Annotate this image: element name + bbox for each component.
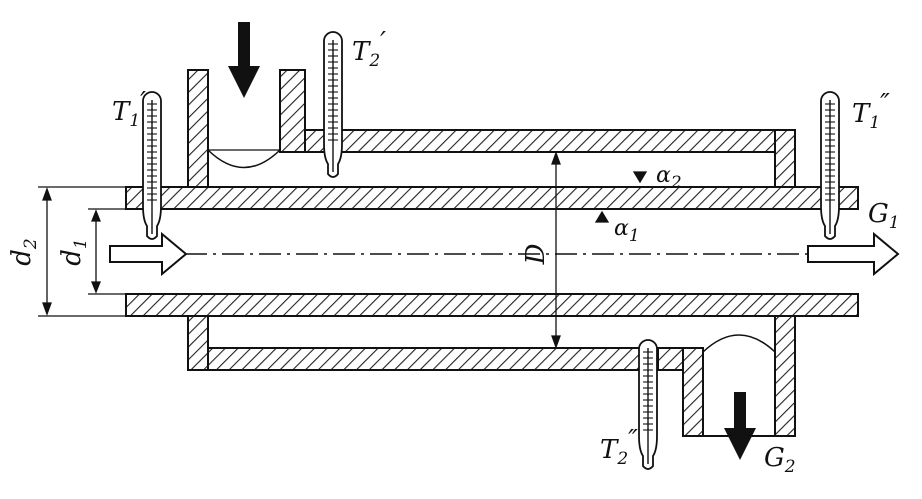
inlet-nozzle-curve [207, 149, 281, 169]
shell-inlet-arrow-icon [228, 22, 260, 98]
shell-top-wall [304, 129, 796, 153]
shell-left-wall-bottom [187, 315, 209, 371]
inner-tube [125, 186, 859, 317]
outer-shell [187, 69, 796, 437]
svg-text:α2: α2 [656, 163, 682, 193]
thermometers [142, 31, 840, 470]
label-t2-out: T2″ [600, 425, 638, 469]
shell-bottom-wall [187, 347, 659, 371]
svg-text:d2: d2 [7, 238, 41, 265]
label-d2: d2 [7, 238, 41, 265]
thermometer-t1-in-icon [142, 91, 162, 240]
label-alpha2: α2 [656, 163, 682, 193]
thermometer-t2-out-icon [638, 339, 658, 470]
outlet-nozzle-left-wall [682, 347, 704, 437]
thermometer-t2-in-icon [323, 31, 343, 178]
inlet-nozzle-right-wall [279, 69, 306, 153]
label-g1: G1 [868, 199, 900, 233]
label-t2-in: T2′ [352, 27, 386, 71]
thermometer-t1-out-icon [820, 91, 840, 240]
alpha1-marker [594, 210, 610, 223]
svg-text:T2″: T2″ [600, 425, 638, 469]
label-D: D [521, 243, 551, 265]
svg-text:T1″: T1″ [852, 89, 890, 133]
label-t1-out: T1″ [852, 89, 890, 133]
label-t1-in: T1′ [112, 87, 146, 131]
inner-tube-top-wall [125, 186, 859, 210]
svg-text:G1: G1 [868, 199, 900, 233]
dimensions [38, 151, 648, 349]
shell-outlet-arrow-icon [724, 392, 756, 460]
outlet-nozzle-right-wall [774, 315, 796, 437]
svg-text:T1′: T1′ [112, 87, 146, 131]
tube-outlet-arrow-icon [807, 231, 900, 277]
svg-text:d1: d1 [57, 238, 91, 265]
alpha2-marker [632, 171, 648, 184]
label-d1: d1 [57, 238, 91, 265]
label-g2: G2 [764, 443, 796, 477]
svg-text:D: D [521, 243, 551, 265]
shell-right-wall-top [774, 129, 796, 188]
svg-text:α1: α1 [614, 216, 640, 246]
tube-inlet-arrow-icon [109, 231, 188, 277]
svg-text:T2′: T2′ [352, 27, 386, 71]
inner-tube-bottom-wall [125, 293, 859, 317]
outlet-nozzle-curve [702, 334, 776, 353]
shell-left-wall-top [187, 69, 209, 188]
label-alpha1: α1 [614, 216, 640, 246]
svg-text:G2: G2 [764, 443, 796, 477]
